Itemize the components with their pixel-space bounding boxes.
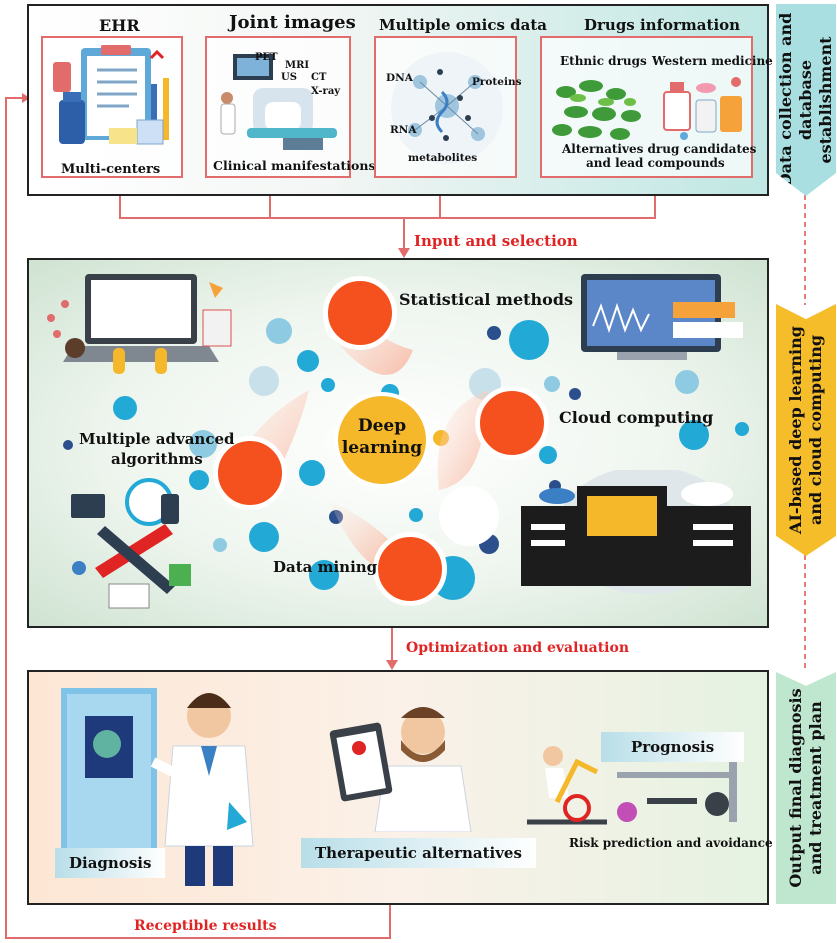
display-board-icon <box>61 688 157 854</box>
joint-images-title: Joint images <box>229 12 356 33</box>
side-tag-1-line1: Data collection and <box>776 12 795 188</box>
multi-centers-label: Multi-centers <box>61 162 161 177</box>
bubble <box>509 320 549 360</box>
drugs-box: Ethnic drugs Western medicine Alternativ… <box>540 36 773 178</box>
pills-icon <box>663 77 742 140</box>
ethnic-drugs-label: Ethnic drugs <box>560 54 647 68</box>
ct-label: CT <box>311 72 327 83</box>
bubble <box>299 460 325 486</box>
bubble <box>735 422 749 436</box>
cloud-computing-label: Cloud computing <box>559 408 714 427</box>
multiple-algorithms-label: Multiple advanced <box>79 430 235 448</box>
medical-scanner-icon <box>220 54 337 150</box>
ehr-clipboard-icon <box>53 45 169 145</box>
alternatives-label: Alternatives drug candidates <box>562 142 757 156</box>
pet-label: PET <box>255 52 278 63</box>
metabolites-label: metabolites <box>408 152 478 164</box>
bubble <box>249 522 279 552</box>
western-medicine-label: Western medicine <box>652 54 773 68</box>
proteins-label: Proteins <box>472 76 522 88</box>
us-label: US <box>281 72 297 83</box>
bubble <box>189 430 217 458</box>
bubble <box>309 560 339 590</box>
side-tag-data-collection: Data collection and database establishme… <box>776 4 836 196</box>
side-tag-text: AI-based deep learning and cloud computi… <box>786 326 826 534</box>
side-tag-deep-learning: AI-based deep learning and cloud computi… <box>776 304 836 556</box>
monitor-chart-icon <box>581 274 743 360</box>
bubble <box>675 370 699 394</box>
statistical-circle <box>323 276 397 350</box>
exercise-bike-icon <box>527 746 737 825</box>
bubble <box>249 366 279 396</box>
mri-label: MRI <box>285 60 310 71</box>
prognosis-tag: Prognosis <box>601 732 745 762</box>
side-tag-1-line3: establishment <box>816 36 835 164</box>
risk-label: Risk prediction and avoidance <box>569 836 773 850</box>
receptible-results-label: Receptible results <box>134 918 277 934</box>
bubble <box>569 388 581 400</box>
omics-title: Multiple omics data <box>379 16 548 34</box>
algorithms-label: algorithms <box>111 450 203 468</box>
lead-compounds-label: and lead compounds <box>586 156 725 170</box>
joint-images-box: PET MRI US CT X-ray Clinical manifestati… <box>205 36 375 178</box>
laptop-icon <box>47 274 232 374</box>
ehr-title: EHR <box>99 16 140 35</box>
side-tag-output: Output final diagnosis and treatment pla… <box>776 672 836 904</box>
bubble <box>297 350 319 372</box>
side-tag-3-line2: and treatment plan <box>806 701 825 875</box>
deep-learning-circle: Deep learning <box>334 392 430 488</box>
bubble <box>544 376 560 392</box>
drugs-title: Drugs information <box>584 16 741 34</box>
herbs-icon <box>552 80 641 140</box>
data-mining-circle <box>373 532 447 606</box>
dna-label: DNA <box>386 72 413 84</box>
doctor-diagnosis-icon <box>150 693 254 886</box>
clinical-manifestations-label: Clinical manifestations <box>213 158 376 173</box>
output-panel: Diagnosis Therapeutic alternatives Progn… <box>27 670 773 905</box>
omics-network-icon <box>391 52 503 164</box>
omics-box: DNA Proteins RNA metabolites <box>374 36 522 178</box>
bubble <box>321 378 335 392</box>
bubble <box>679 420 709 450</box>
bubble <box>189 470 209 490</box>
side-tag-text: Output final diagnosis and treatment pla… <box>786 688 826 887</box>
ehr-box: Multi-centers <box>41 36 183 178</box>
input-selection-label: Input and selection <box>414 232 578 250</box>
algorithms-circle <box>213 436 287 510</box>
optimization-label: Optimization and evaluation <box>406 640 629 656</box>
data-mining-label: Data mining <box>273 558 378 576</box>
bubble <box>213 538 227 552</box>
side-tag-2-line2: and cloud computing <box>806 334 825 526</box>
side-tag-1-line2: database <box>796 59 815 141</box>
therapeutic-tag: Therapeutic alternatives <box>301 838 536 868</box>
doctor-therapeutic-icon <box>329 707 472 832</box>
bubble <box>63 440 73 450</box>
rna-label: RNA <box>390 124 417 136</box>
deep-learning-panel: Deep learning Statistical methods Cloud … <box>27 258 769 628</box>
diagnosis-tag: Diagnosis <box>55 848 166 878</box>
cloud-server-icon <box>521 470 751 594</box>
learning-label: learning <box>341 438 423 458</box>
bubble <box>539 446 557 464</box>
bubble <box>113 396 137 420</box>
statistical-methods-label: Statistical methods <box>399 290 574 309</box>
side-tag-3-line1: Output final diagnosis <box>786 688 805 888</box>
side-tag-text: Data collection and database establishme… <box>776 13 836 188</box>
deep-label: Deep <box>357 416 407 436</box>
cloud-circle <box>475 386 549 460</box>
side-tag-2-line1: AI-based deep learning <box>786 326 805 534</box>
bubble <box>439 486 499 546</box>
bubble <box>487 326 501 340</box>
data-collection-panel: EHR Joint images Multiple omics data Dru… <box>27 4 773 196</box>
xray-label: X-ray <box>311 86 341 97</box>
tools-icon <box>71 478 191 609</box>
bubble <box>266 318 292 344</box>
bubble <box>409 508 423 522</box>
